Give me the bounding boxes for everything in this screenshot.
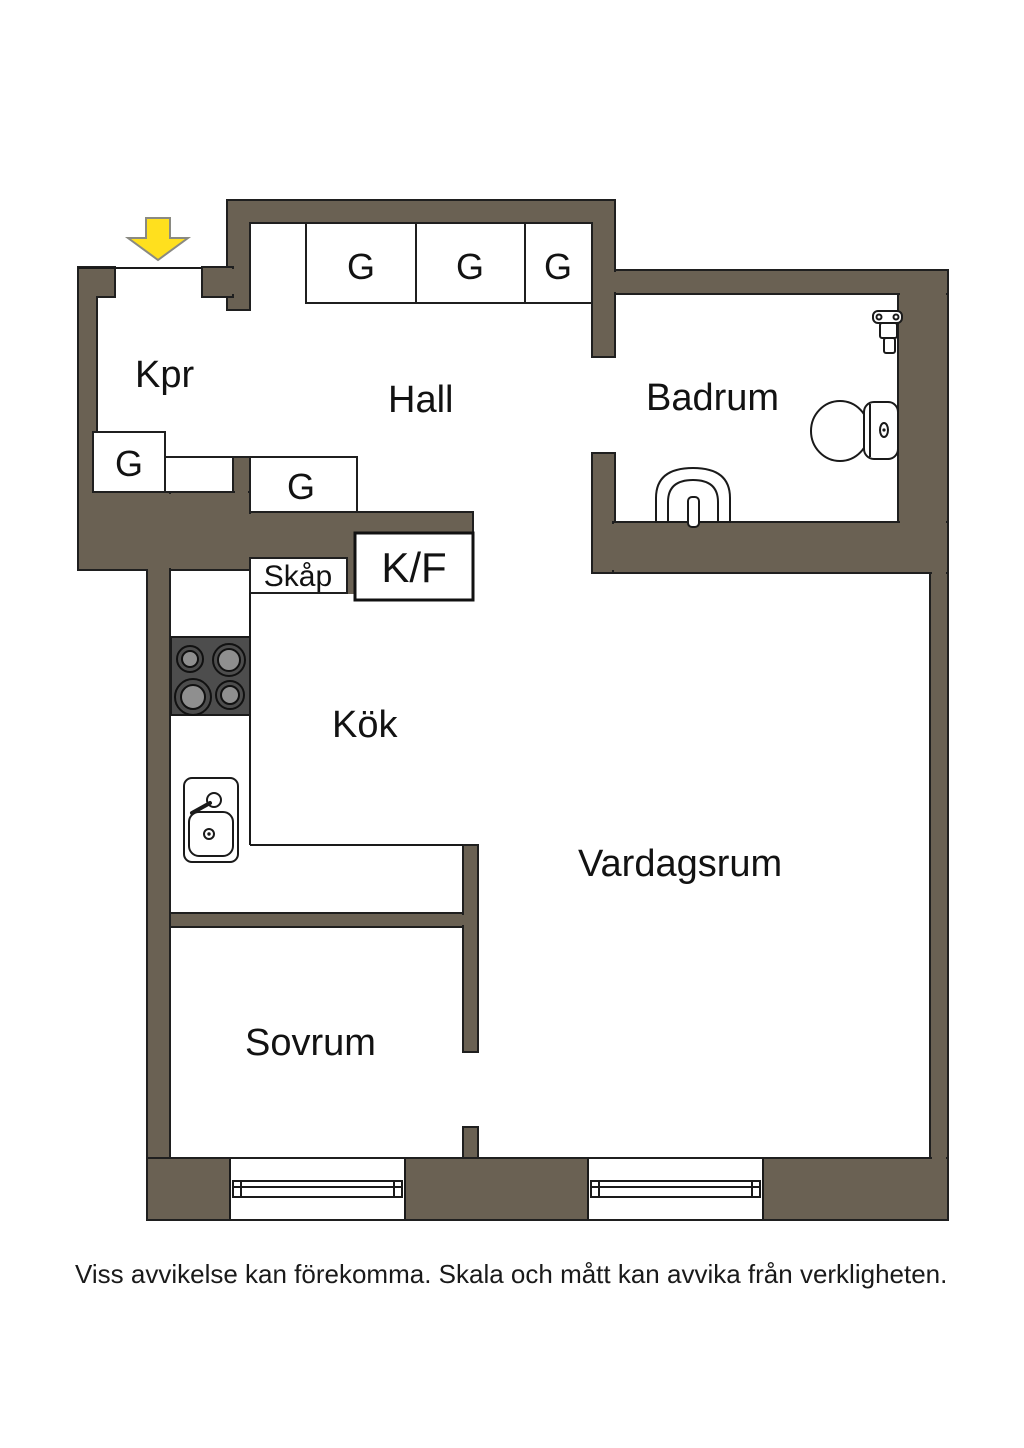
closet-g1-label: G: [347, 246, 375, 287]
wall-sovrum-vardagsrum-notch: [462, 1126, 479, 1159]
wall-kpr-hall-strip: [232, 456, 251, 493]
cabinet-kf: [353, 531, 475, 602]
wall-badrum-top: [614, 269, 949, 295]
wall-strip-between-skap-kf: [346, 534, 356, 594]
windows: [229, 1159, 764, 1219]
entrance: [78, 217, 202, 269]
room-label-hall: Hall: [388, 379, 453, 421]
closet-g1: [305, 222, 417, 304]
room-labels: Kpr Hall Badrum Kök Vardagsrum Sovrum: [135, 354, 782, 1064]
wall-left-outer: [77, 266, 171, 1159]
cabinet-skap: [249, 557, 348, 594]
wall-right-outer: [929, 572, 949, 1159]
stove-burners: [174, 643, 246, 716]
entrance-arrow-icon: [124, 217, 192, 262]
wall-kpr-bottom-band: [169, 491, 251, 571]
wall-kitchen-sovrum: [169, 912, 466, 928]
cabinet-skap-label: Skåp: [264, 560, 332, 593]
closet-g-hall: [249, 456, 358, 513]
cabinet-unlabeled: [164, 456, 234, 493]
room-label-badrum: Badrum: [646, 377, 779, 419]
room-label-vardagsrum: Vardagsrum: [578, 843, 782, 885]
bathroom-fixtures: [655, 310, 903, 528]
wall-kok-vardagsrum: [462, 844, 479, 1053]
cabinet-kf-label: K/F: [381, 544, 446, 591]
room-label-sovrum: Sovrum: [245, 1022, 376, 1064]
closet-g3-label: G: [544, 246, 572, 287]
bathroom-sink: [655, 466, 731, 528]
closet-g-kpr-label: G: [115, 443, 143, 484]
room-label-kpr: Kpr: [135, 354, 194, 396]
wall-badrum-bottom: [612, 521, 949, 574]
window-sovrum: [229, 1159, 406, 1219]
toilet: [810, 400, 899, 462]
closet-g2-label: G: [456, 246, 484, 287]
shower-mixer-icon: [872, 310, 903, 354]
disclaimer-text: Viss avvikelse kan förekomma. Skala och …: [75, 1259, 947, 1289]
window-vardagsrum: [587, 1159, 764, 1219]
closet-g3: [524, 222, 593, 304]
closet-g2: [415, 222, 526, 304]
room-label-kok: Kök: [332, 704, 398, 746]
wall-badrum-right: [897, 293, 949, 523]
kitchen-fixtures: [170, 593, 463, 863]
closets: G G G G G Skåp K/F: [92, 222, 593, 602]
closet-g-hall-label: G: [287, 466, 315, 507]
closet-g-kpr: [92, 431, 166, 493]
kitchen-sink: [183, 777, 239, 863]
